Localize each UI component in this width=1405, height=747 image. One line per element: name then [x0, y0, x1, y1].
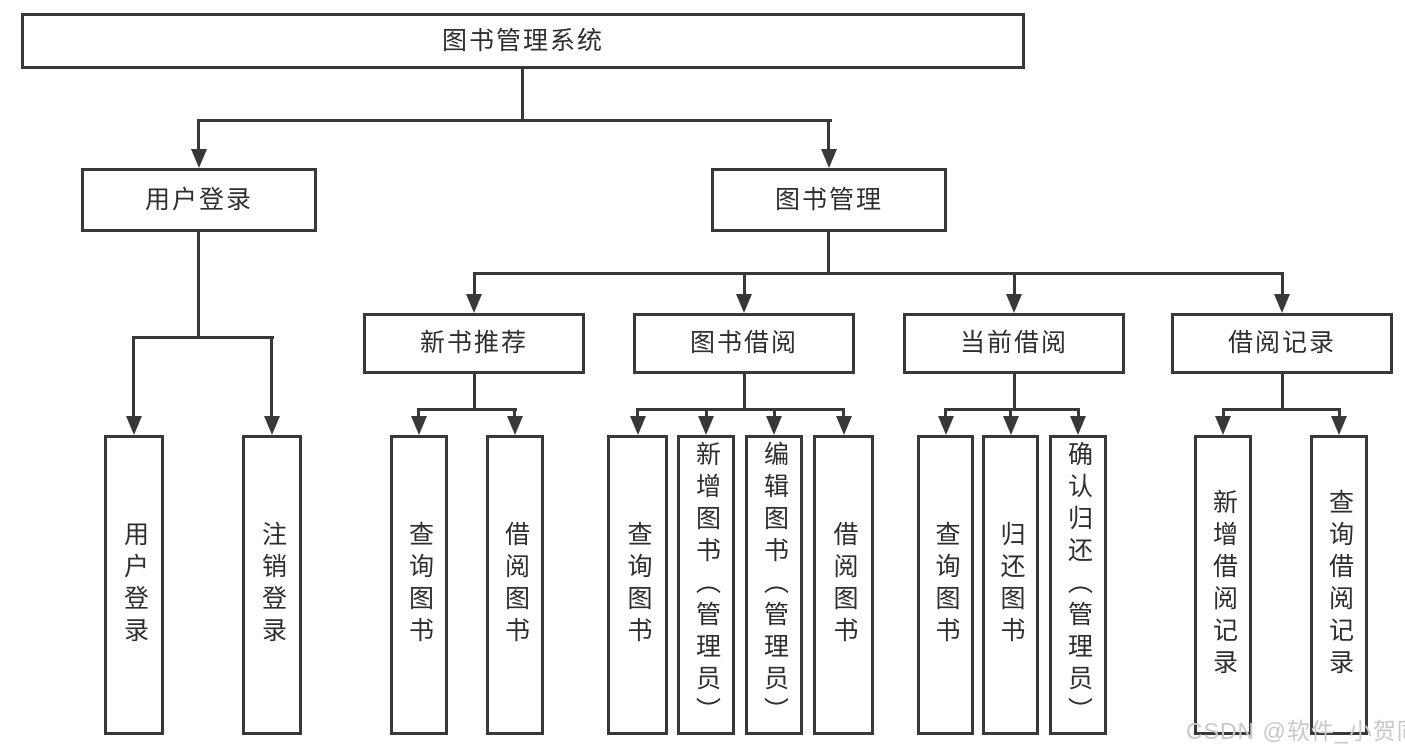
node-label: 图书管理系统	[441, 26, 604, 55]
arrowhead-down-icon	[1070, 416, 1086, 435]
connector-vline	[197, 119, 200, 152]
node-book-borrowing: 图书借阅	[633, 313, 855, 374]
connector-vline	[270, 336, 273, 418]
csdn-watermark: CSDN @软件_小贺同学	[1186, 718, 1405, 744]
leaf-borrowing-borrow-books: 借阅图书	[813, 435, 874, 735]
node-label: 借阅图书	[830, 521, 858, 649]
leaf-recommend-borrow-books: 借阅图书	[486, 435, 544, 735]
connector-vline	[1281, 374, 1284, 408]
arrowhead-down-icon	[1331, 416, 1347, 435]
node-label: 编辑图书（管理员）	[760, 441, 789, 729]
connector-hline	[473, 272, 1283, 275]
node-label: 图书管理	[774, 185, 883, 214]
connector-hline	[417, 408, 517, 411]
node-label: 借阅记录	[1227, 329, 1336, 357]
leaf-borrowing-edit-books-admin: 编辑图书（管理员）	[745, 435, 803, 735]
connector-hline	[197, 119, 832, 122]
leaf-recommend-query-books: 查询图书	[390, 435, 448, 735]
node-label: 注销登录	[258, 521, 287, 649]
connector-vline	[473, 374, 476, 408]
connector-vline	[1222, 408, 1225, 420]
node-borrowing-records: 借阅记录	[1171, 313, 1393, 374]
connector-vline	[1009, 408, 1012, 420]
leaf-current-query-books: 查询图书	[917, 435, 974, 735]
leaf-current-confirm-return-admin: 确认归还（管理员）	[1049, 435, 1107, 735]
connector-hline	[1222, 408, 1341, 411]
connector-vline	[842, 408, 845, 420]
connector-vline	[473, 272, 476, 297]
connector-vline	[636, 408, 639, 420]
connector-vline	[1013, 374, 1016, 408]
connector-vline	[705, 408, 708, 420]
arrowhead-down-icon	[836, 416, 852, 435]
connector-vline	[132, 336, 135, 418]
arrowhead-down-icon	[1003, 416, 1019, 435]
connector-vline	[197, 232, 200, 339]
connector-vline	[513, 408, 516, 420]
node-label: 当前借阅	[959, 329, 1068, 357]
connector-vline	[1077, 408, 1080, 420]
connector-vline	[773, 408, 776, 420]
node-label: 确认归还（管理员）	[1064, 441, 1093, 729]
leaf-records-add-record: 新增借阅记录	[1194, 435, 1252, 735]
connector-vline	[743, 374, 746, 408]
connector-vline	[1338, 408, 1341, 420]
arrowhead-down-icon	[766, 416, 782, 435]
node-label: 归还图书	[997, 521, 1025, 649]
arrowhead-down-icon	[938, 416, 954, 435]
node-label: 查询图书	[932, 521, 960, 649]
connector-vline	[944, 408, 947, 420]
leaf-borrowing-query-books: 查询图书	[607, 435, 668, 735]
arrowhead-down-icon	[264, 416, 280, 435]
connector-hline	[636, 408, 845, 411]
arrowhead-down-icon	[821, 149, 837, 168]
node-label: 借阅图书	[501, 521, 530, 649]
node-library-system: 图书管理系统	[21, 13, 1025, 69]
arrowhead-down-icon	[1274, 294, 1290, 313]
connector-hline	[944, 408, 1080, 411]
connector-vline	[1281, 272, 1284, 297]
arrowhead-down-icon	[191, 149, 207, 168]
node-label: 查询借阅记录	[1325, 489, 1354, 681]
leaf-current-return-books: 归还图书	[982, 435, 1039, 735]
node-book-management: 图书管理	[711, 168, 947, 232]
arrowhead-down-icon	[126, 416, 142, 435]
connector-vline	[743, 272, 746, 297]
arrowhead-down-icon	[1006, 294, 1022, 313]
leaf-borrowing-add-books-admin: 新增图书（管理员）	[677, 435, 735, 735]
connector-vline	[827, 119, 830, 152]
arrowhead-down-icon	[1215, 416, 1231, 435]
connector-vline	[1013, 272, 1016, 297]
leaf-logout: 注销登录	[242, 435, 302, 735]
node-label: 用户登录	[120, 521, 149, 649]
node-label: 图书借阅	[689, 329, 798, 357]
node-user-login: 用户登录	[81, 168, 317, 232]
node-label: 查询图书	[405, 521, 434, 649]
node-label: 用户登录	[144, 185, 253, 214]
arrowhead-down-icon	[630, 416, 646, 435]
node-new-book-recommend: 新书推荐	[363, 313, 585, 374]
node-label: 新书推荐	[419, 329, 528, 357]
arrowhead-down-icon	[466, 294, 482, 313]
node-label: 查询图书	[624, 521, 652, 649]
leaf-records-query-record: 查询借阅记录	[1310, 435, 1368, 735]
connector-vline	[521, 69, 524, 120]
connector-hline	[132, 336, 274, 339]
node-current-borrowing: 当前借阅	[903, 313, 1125, 374]
arrowhead-down-icon	[507, 416, 523, 435]
connector-vline	[827, 232, 830, 275]
arrowhead-down-icon	[736, 294, 752, 313]
node-label: 新增借阅记录	[1209, 489, 1238, 681]
leaf-user-login: 用户登录	[104, 435, 164, 735]
node-label: 新增图书（管理员）	[692, 441, 721, 729]
connector-vline	[417, 408, 420, 420]
arrowhead-down-icon	[411, 416, 427, 435]
arrowhead-down-icon	[698, 416, 714, 435]
